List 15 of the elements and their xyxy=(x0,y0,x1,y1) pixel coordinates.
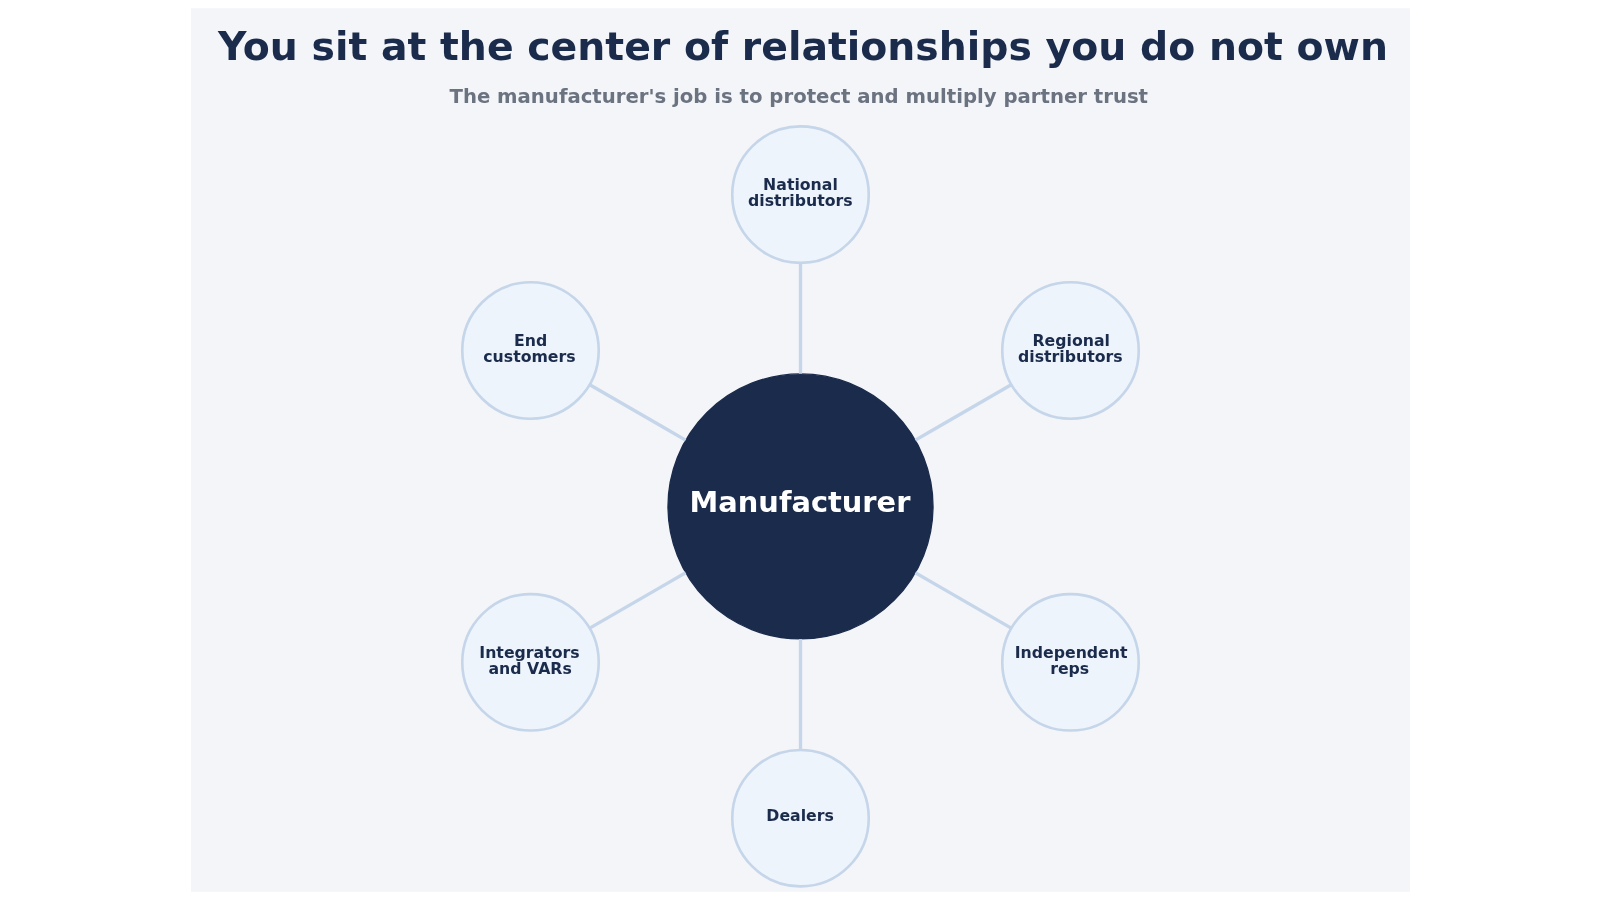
diagram-title: You sit at the center of relationships you do not own xyxy=(217,22,1388,69)
node-circle: End customers xyxy=(460,281,600,421)
connector xyxy=(798,263,802,374)
node-circle: Integrators and VARs xyxy=(460,592,600,732)
node-circle: National distributors xyxy=(730,125,870,265)
connector xyxy=(914,383,1012,442)
connector xyxy=(588,571,686,630)
connector xyxy=(914,571,1012,630)
caption: The manufacturer's job is to protect and multiply partner trust xyxy=(449,84,1148,108)
connector xyxy=(798,639,802,750)
node-circle: Dealers xyxy=(730,748,870,888)
node-circle: Regional distributors xyxy=(1000,281,1140,421)
node-circle: Independent reps xyxy=(1000,592,1140,732)
node-circle: Manufacturer xyxy=(666,373,934,640)
connector xyxy=(588,383,686,442)
